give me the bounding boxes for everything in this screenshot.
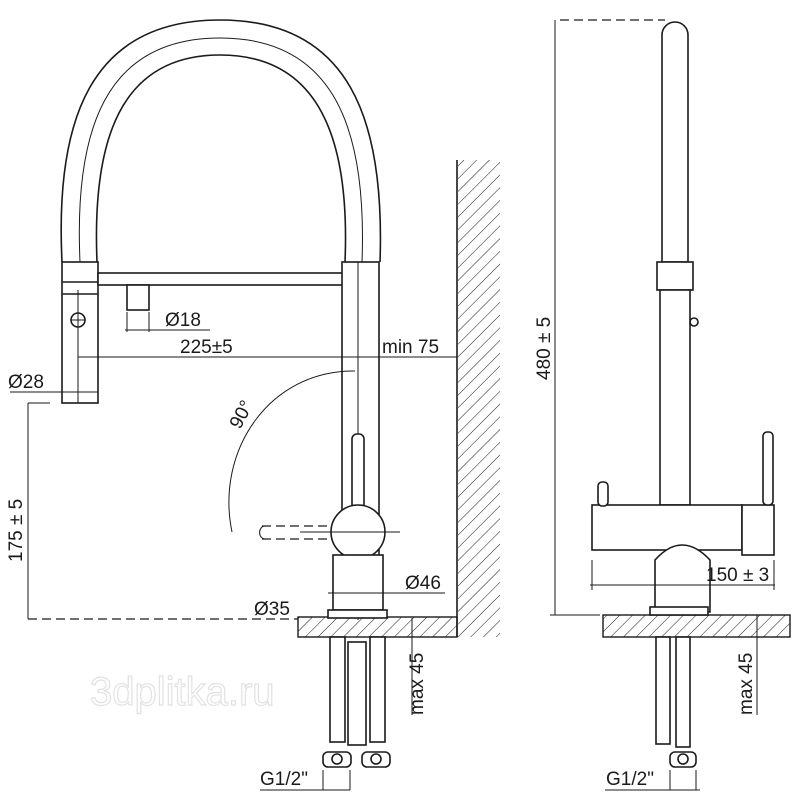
dim-width: 150 ± 3 [706,565,769,586]
watermark: 3dplitka.ru [90,670,275,714]
filter-lever [597,481,609,507]
countertop [297,616,458,638]
spray-head [61,261,99,404]
countertop [602,614,791,638]
spout-hose [60,19,382,263]
dim-connection: G1/2" [260,769,308,790]
dim-base-diameter: Ø35 [254,599,290,620]
dim-connection: G1/2" [606,769,654,790]
dim-counter-max: max 45 [407,653,428,715]
dim-head-diameter: Ø28 [8,372,44,393]
dim-angle: 90° [226,397,258,432]
dim-height: 175 ± 5 [6,499,27,562]
dim-total-height: 480 ± 5 [534,317,555,380]
side-view: 480 ± 5 150 ± 3 max 45 G1/2" [534,19,791,791]
mixer-body [591,504,743,551]
dim-body-diameter: Ø46 [405,573,441,594]
mixer-lever [762,431,774,506]
dim-counter-max: max 45 [736,653,757,715]
lever [351,433,365,515]
dim-reach: 225±5 [180,337,233,358]
wall [456,160,500,637]
dim-wall-min: min 75 [382,337,439,358]
front-view: Ø18 225±5 min 75 Ø28 90° 175 ± 5 Ø46 Ø35… [6,19,500,791]
holder-bar [97,272,349,286]
dim-spray-diameter: Ø18 [165,310,201,331]
spout [661,21,689,263]
